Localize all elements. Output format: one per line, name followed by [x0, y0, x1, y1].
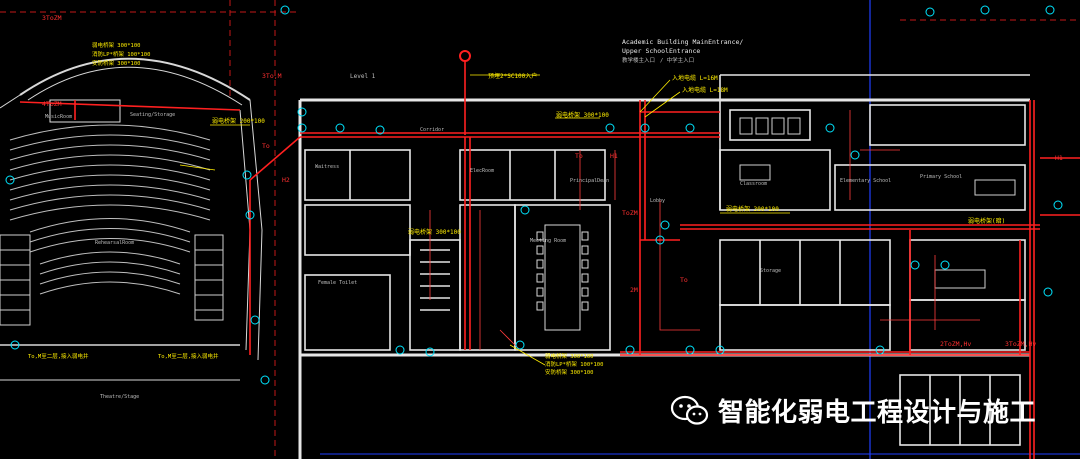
duct-stack-top: 弱电桥架 300*100: [545, 352, 594, 360]
building-walls: [298, 74, 1030, 459]
device-markers: [5, 5, 1063, 385]
left-note-2: To,M至二层,接入弱电井: [158, 352, 219, 360]
tag-to: To: [575, 152, 583, 160]
duct-stack-mid: 消防LP*桥架 100*100: [545, 360, 603, 368]
conference-table: [536, 224, 589, 331]
annotation-leaders: [179, 74, 790, 366]
area-mark: Level 1: [350, 73, 376, 80]
tag-tozm: ToZM: [622, 209, 638, 217]
cable-label-2: 入地电缆 L=18M: [682, 86, 728, 94]
left-note: To,M至二层,接入弱电井: [28, 352, 89, 360]
room-classroom: Classroom: [740, 181, 767, 187]
room-elementary: Elementary School: [840, 178, 891, 184]
room-primary: Primary School: [920, 174, 962, 180]
room-female: Female Toilet: [318, 280, 357, 286]
weak-current-ducts: [19, 60, 1080, 459]
room-corridor: Corridor: [420, 127, 444, 133]
tray-notes-left-3: 安防桥架 300*100: [92, 59, 141, 67]
watermark: 智能化弱电工程设计与施工: [670, 392, 1036, 429]
tag-2m: 2M: [630, 286, 638, 294]
tag-h2: H2: [282, 176, 290, 184]
tag-h1: H1: [610, 152, 618, 160]
wechat-icon: [670, 395, 709, 425]
room-waitress: Waitress: [315, 164, 339, 170]
room-music: MusicRoom: [45, 114, 72, 120]
room-lobby: Lobby: [650, 198, 665, 204]
tray-notes-left-2: 消防LP*桥架 100*100: [92, 50, 150, 58]
tag-4tozm: 4ToZM: [42, 100, 62, 108]
tag-3tozmhv: 3ToZM,Hv: [1005, 340, 1036, 348]
tag-upper-left: 3ToZM: [42, 14, 62, 22]
room-principal: PrincipalDean: [570, 178, 609, 184]
duct-far-right-label: 弱电桥架(暗): [968, 217, 1005, 225]
thin-red-runs: [429, 110, 980, 351]
duct-left-label: 弱电桥架 200*100: [212, 117, 265, 125]
room-rehearsal: RehearsalRoom: [95, 240, 134, 246]
entrance-label: Academic Building MainEntrance/: [622, 38, 743, 46]
entrance-cn-left: 教学楼主入口: [622, 56, 655, 64]
duct-stack-bot: 安防桥架 300*100: [545, 368, 594, 376]
duct-main-label: 弱电桥架 300*100: [556, 111, 609, 119]
conduit-label: 预埋2*SC100入户: [488, 72, 537, 80]
tag-3tom: 3To,M: [262, 72, 282, 80]
entrance-label-2: Upper SchoolEntrance: [622, 47, 700, 55]
room-storage: Storage: [760, 268, 781, 274]
room-meeting: Meeting Room: [530, 238, 566, 244]
cable-label-1: 入地电缆 L=16M: [672, 74, 718, 82]
tag-to-2: To: [680, 276, 688, 284]
tag-2tozmhv: 2ToZM,Hv: [940, 340, 971, 348]
watermark-text: 智能化弱电工程设计与施工: [718, 398, 1037, 428]
entrance-cn-right: / 中学主入口: [660, 56, 694, 64]
room-seating: Seating/Storage: [130, 112, 175, 118]
duct-center-label: 弱电桥架 300*100: [408, 228, 461, 236]
tray-notes-left-1: 弱电桥架 300*100: [92, 41, 141, 49]
room-electrical: ElecRoom: [470, 168, 494, 174]
tag-h1-right: H1: [1055, 154, 1063, 162]
auditorium: [0, 57, 263, 381]
office-desks: [739, 117, 1016, 289]
duct-right-label: 弱电桥架 300*100: [726, 205, 779, 213]
room-theatre: Theatre/Stage: [100, 394, 139, 400]
tag-to-3: To: [262, 142, 270, 150]
